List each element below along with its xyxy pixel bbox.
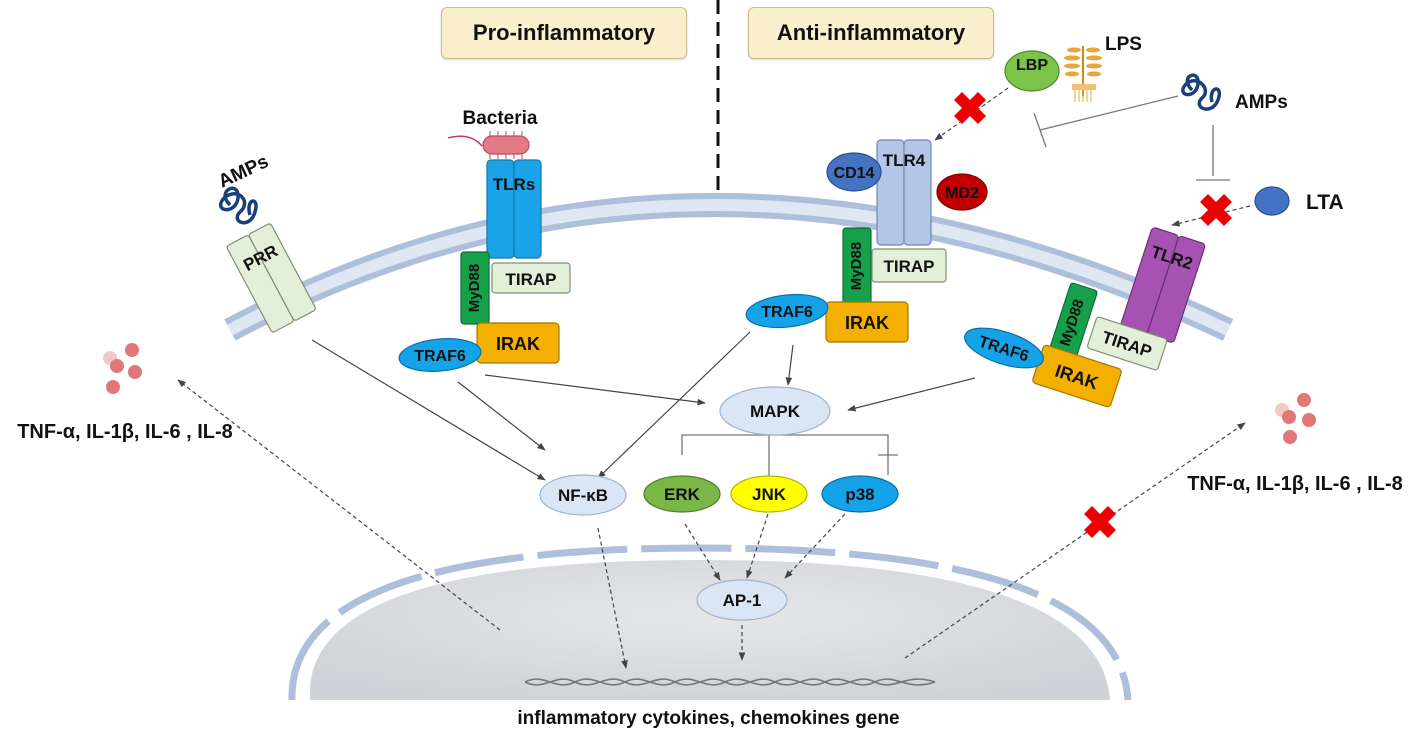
svg-text:IRAK: IRAK [845, 313, 889, 333]
jnk-node: JNK [730, 475, 808, 513]
svg-text:LBP: LBP [1016, 57, 1048, 74]
tirap-middle: TIRAP [871, 248, 947, 283]
signal-arrows [311, 331, 976, 481]
amps-right-label: AMPs [1235, 92, 1288, 113]
traf6-middle: TRAF6 [745, 293, 829, 329]
irak-left: IRAK [476, 322, 560, 364]
dashed-arrows [177, 87, 1251, 669]
svg-text:TRAF6: TRAF6 [761, 304, 813, 321]
amps-left-label: AMPs [215, 151, 272, 192]
p38-node: p38 [821, 475, 899, 513]
svg-text:TIRAP: TIRAP [884, 257, 935, 276]
svg-text:MAPK: MAPK [750, 402, 801, 421]
nucleus [288, 544, 1132, 701]
irak-middle: IRAK [825, 301, 909, 343]
header-pro-inflammatory: Pro-inflammatory [441, 7, 687, 59]
dna-helix-icon [524, 678, 936, 686]
svg-text:MyD88: MyD88 [848, 242, 865, 290]
md2-protein: MD2 [936, 173, 988, 211]
svg-text:CD14: CD14 [834, 165, 875, 182]
svg-text:NF-κB: NF-κB [558, 486, 608, 505]
svg-text:AP-1: AP-1 [723, 591, 762, 610]
svg-text:TLRs: TLRs [493, 175, 536, 194]
lta-label: LTA [1306, 191, 1344, 214]
lbp-protein: LBP [1004, 50, 1060, 92]
svg-text:JNK: JNK [752, 485, 787, 504]
svg-text:TRAF6: TRAF6 [414, 348, 466, 365]
bacteria-label: Bacteria [463, 108, 538, 129]
erk-node: ERK [643, 475, 721, 513]
amps-left-icon [219, 186, 258, 225]
cytokine-dots-left [103, 343, 142, 394]
header-anti-inflammatory: Anti-inflammatory [748, 7, 994, 59]
inhibit-x-icon [954, 92, 1232, 538]
svg-text:MD2: MD2 [945, 185, 979, 202]
svg-text:MyD88: MyD88 [466, 264, 483, 312]
myd88-middle: MyD88 [842, 227, 872, 305]
nfkb-node: NF-κB [539, 474, 627, 516]
svg-text:ERK: ERK [664, 485, 701, 504]
svg-text:p38: p38 [845, 485, 874, 504]
ap1-node: AP-1 [696, 579, 788, 621]
svg-text:TLR4: TLR4 [883, 151, 926, 170]
myd88-left: MyD88 [460, 251, 490, 325]
svg-text:IRAK: IRAK [496, 334, 540, 354]
bacteria-icon [447, 131, 530, 159]
cd14-protein: CD14 [826, 152, 882, 192]
lta-molecule [1254, 186, 1290, 216]
svg-text:TIRAP: TIRAP [506, 270, 557, 289]
cytokines-right-label: TNF-α, IL-1β, IL-6 , IL-8 [1187, 473, 1403, 495]
tirap-left: TIRAP [491, 262, 571, 294]
cytokine-dots-right [1275, 393, 1316, 444]
cell-membrane [224, 193, 1234, 341]
lps-icon [1064, 46, 1102, 102]
traf6-left: TRAF6 [398, 338, 482, 372]
gene-label: inflammatory cytokines, chemokines gene [517, 708, 900, 729]
cytokines-left-label: TNF-α, IL-1β, IL-6 , IL-8 [17, 421, 233, 443]
mapk-node: MAPK [719, 386, 831, 436]
tlrs-receptor: TLRs [486, 159, 542, 259]
traf6-right: TRAF6 [964, 327, 1044, 369]
prr-receptor: PRR [226, 223, 316, 333]
tlr4-receptor: TLR4 [876, 139, 932, 246]
amps-right-icon [1181, 73, 1222, 111]
lps-label: LPS [1105, 34, 1142, 55]
